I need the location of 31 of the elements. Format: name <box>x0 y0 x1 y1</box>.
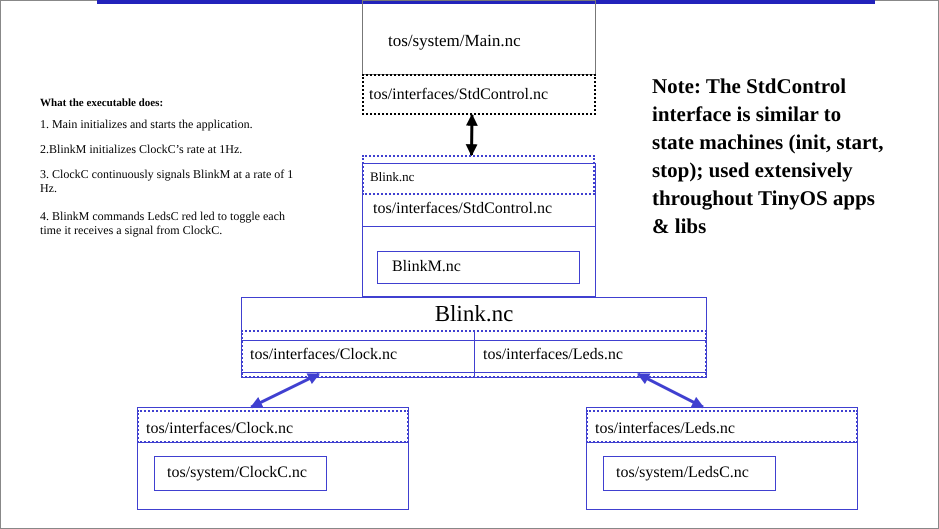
file-name: Blink.nc <box>434 301 514 327</box>
note-text: Note: The StdControl interface is similar to state machines (init, start, stop); used extensively throughout TinyOS apps & libs <box>652 73 884 240</box>
module-box <box>377 251 580 284</box>
file-name: tos/system/LedsC.nc <box>616 464 749 482</box>
list-item: 1. Main initializes and starts the application. <box>40 117 254 131</box>
file-name: tos/interfaces/StdControl.nc <box>369 86 548 104</box>
arrow <box>466 114 478 156</box>
list-item: 4. BlinkM commands LedsC red led to toggle each time it receives a signal from ClockC. <box>40 209 286 237</box>
module-box <box>603 456 776 491</box>
list-item: 3. ClockC continuously signals BlinkM at a rate of 1 Hz. <box>40 167 294 195</box>
file-name: tos/system/ClockC.nc <box>167 464 307 482</box>
list-item: 2.BlinkM initializes ClockC’s rate at 1Hz. <box>40 142 244 156</box>
arrow <box>250 372 320 408</box>
module-box <box>362 0 596 75</box>
component-box <box>137 407 409 510</box>
arrow <box>637 372 704 408</box>
file-name: tos/interfaces/Clock.nc <box>146 420 294 438</box>
module-box <box>154 456 327 491</box>
file-name: tos/interfaces/StdControl.nc <box>373 200 552 218</box>
configuration-box <box>362 163 596 297</box>
component-box <box>586 407 858 510</box>
file-name: Blink.nc <box>370 169 414 185</box>
file-name: tos/system/Main.nc <box>388 31 521 51</box>
list-heading: What the executable does: <box>40 96 164 110</box>
file-name: BlinkM.nc <box>392 258 461 276</box>
file-name: tos/interfaces/Leds.nc <box>595 420 735 438</box>
file-name: tos/interfaces/Clock.nc <box>250 346 398 364</box>
configuration-box <box>362 155 595 195</box>
file-name: tos/interfaces/Leds.nc <box>483 346 623 364</box>
configuration-box <box>241 297 707 378</box>
interface-box <box>362 74 596 115</box>
